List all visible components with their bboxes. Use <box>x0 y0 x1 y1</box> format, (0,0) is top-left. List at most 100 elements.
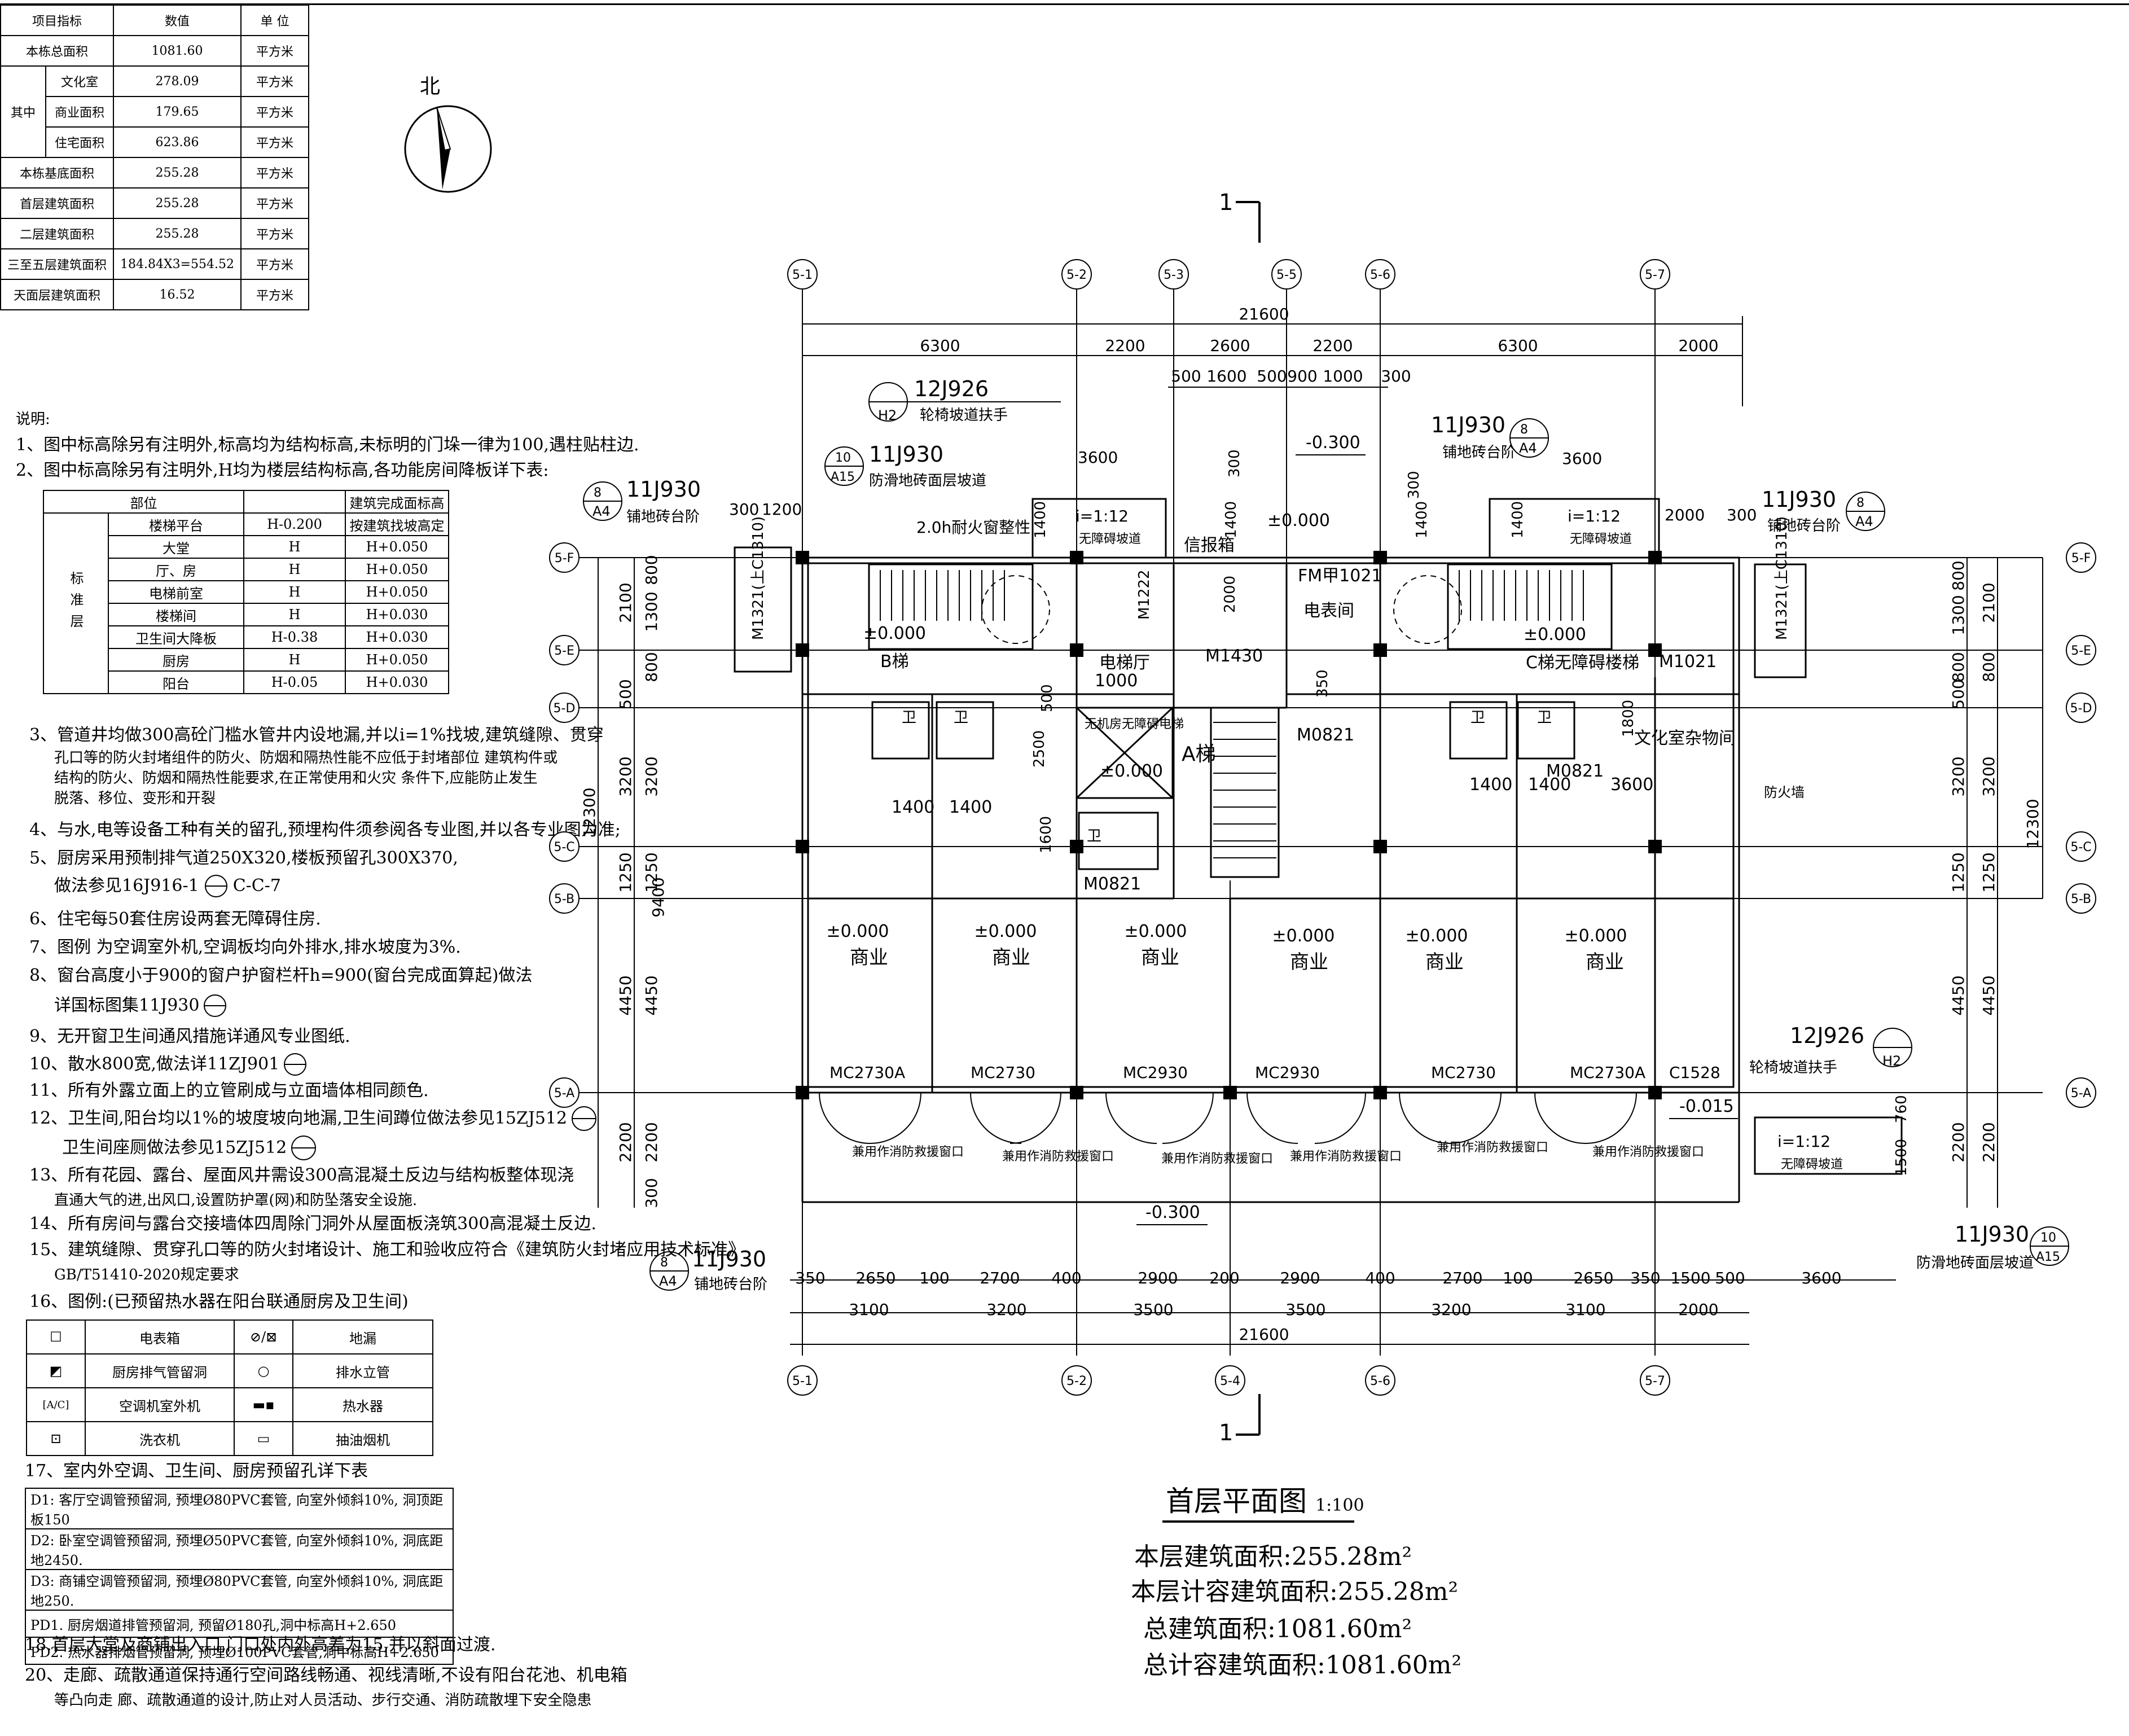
table-cell: H+0.030 <box>345 603 449 626</box>
table-row: PD2. 热水器排烟管预留洞, 预埋Ø100PVC套管,洞中标高H+2.650 <box>25 1637 454 1665</box>
room-label: 卫 <box>1087 828 1101 845</box>
ref-text: 防滑地砖面层坡道 <box>869 472 986 489</box>
table-cell: 16.52 <box>113 279 242 310</box>
dimension-label: 760 <box>1893 1095 1910 1123</box>
table-cell: 标准层 <box>43 512 109 694</box>
door-label: M0821 <box>1083 874 1141 894</box>
ref-sub: A15 <box>831 470 855 484</box>
dimension-label: 1800 <box>1620 700 1637 737</box>
ref-num: 8 <box>1856 496 1864 510</box>
ref-num: 8 <box>660 1256 668 1270</box>
dimension-label: 500 <box>1949 679 1968 709</box>
note-11: 11、所有外露立面上的立管刷成与立面墙体相同颜色. <box>29 1081 429 1101</box>
vertical-labels: M1321(上C1310) M1321(上C1310) M1222 2000 2… <box>750 449 1910 1176</box>
dimension-label: 2700 <box>1442 1269 1482 1287</box>
dimension-text-top: 21600 6300 2200 2600 2200 6300 2000 500 … <box>920 305 1718 385</box>
table-cell: H <box>243 603 346 626</box>
dimension-label: 500 <box>1715 1269 1745 1287</box>
dimension-label: 500 <box>616 679 635 709</box>
dimension-label: 1500 <box>1670 1269 1710 1287</box>
ref-text: 防滑地砖面层坡道 <box>1916 1255 2034 1272</box>
dimension-label: 1250 <box>616 852 635 892</box>
floor-area-line: 本层建筑面积:255.28m² <box>1134 1542 1412 1571</box>
axis-label: 5-2 <box>1066 268 1087 282</box>
table-cell: 本栋基底面积 <box>0 157 114 188</box>
table-cell: H+0.030 <box>345 670 449 694</box>
dimension-label: 2000 <box>1678 336 1718 355</box>
note-15a: 15、建筑缝隙、贯穿孔口等的防火封堵设计、施工和验收应符合《建筑防火封堵应用技术… <box>29 1240 745 1260</box>
drain-pipe-icon: ○ <box>234 1353 293 1388</box>
rescue-window-label: 兼用作消防救援窗口 <box>1437 1141 1548 1155</box>
ref-num: 10 <box>835 451 851 465</box>
ref-text: 轮椅坡道扶手 <box>920 407 1008 424</box>
dimension-label: 1400 <box>1509 501 1526 538</box>
room-label: 商业 <box>1425 951 1464 974</box>
axis-label: 5-5 <box>1276 268 1297 282</box>
dimension-label: 800 <box>1949 652 1968 682</box>
shop-labels: ±0.000 商业 ±0.000 商业 ±0.000 商业 ±0.000 商业 … <box>826 922 1627 974</box>
room-label: 电表间 <box>1303 601 1354 621</box>
table-cell: 1081.60 <box>113 35 242 67</box>
level-marks: -0.300 -0.300 -0.015 <box>1136 433 1738 1225</box>
table-row: 首层建筑面积 255.28 平方米 <box>0 187 309 219</box>
note-5a: 5、厨房采用预制排气道250X320,楼板预留孔300X370, <box>29 848 458 868</box>
table-cell: 平方米 <box>240 187 309 219</box>
table-row: 二层建筑面积 255.28 平方米 <box>0 218 309 249</box>
ref-sub: A4 <box>592 503 611 519</box>
table-row: D2: 卧室空调管预留洞, 预埋Ø50PVC套管, 向室外倾斜10%, 洞底距地… <box>25 1528 454 1570</box>
door-label: MC2730A <box>829 1063 905 1082</box>
exhaust-hole-icon: ◩ <box>26 1353 86 1388</box>
dimension-label: 500 <box>1171 367 1201 385</box>
door-labels: MC2730A MC2730 MC2930 MC2930 MC2730 MC27… <box>829 1063 1720 1082</box>
room-labels: ±0.000 B梯 ±0.000 C梯无障碍楼梯 ±0.000 信报箱 FM甲1… <box>863 511 1805 894</box>
dimension-label: 2700 <box>980 1269 1020 1287</box>
note-18: 18.首层大堂及商铺出入口,门口处内外高差为15,并以斜面过渡. <box>25 1635 496 1655</box>
axis-label: 5-7 <box>1645 1374 1665 1388</box>
table-cell: 平方米 <box>240 35 309 67</box>
ref-sub: A15 <box>2036 1250 2060 1264</box>
dimension-label: 3200 <box>1949 756 1968 796</box>
table-cell: H+0.050 <box>345 535 449 559</box>
table-cell: 按建筑找坡高定 <box>345 512 449 536</box>
dimension-label: 500 <box>1039 684 1056 712</box>
door-label: M1321(上C1310) <box>1774 516 1790 640</box>
note-5b: 做法参见16J916-1 C-C-7 <box>54 874 281 898</box>
table-cell: 平方米 <box>240 218 309 249</box>
dimension-label: 300 <box>1727 506 1757 524</box>
dimension-label: 1600 <box>1206 367 1246 385</box>
dimension-label: 900 <box>1287 367 1317 385</box>
axis-bubbles-bottom: 5-1 5-2 5-4 5-6 5-7 <box>787 1365 1670 1396</box>
rescue-window-label: 兼用作消防救援窗口 <box>1002 1150 1114 1164</box>
dimension-label: 6300 <box>920 336 960 355</box>
table-cell: H-0.05 <box>243 670 346 694</box>
table-cell: 厨房 <box>108 648 244 672</box>
note-12a: 12、卫生间,阳台均以1%的坡度坡向地漏,卫生间蹲位做法参见15ZJ512 <box>29 1105 598 1132</box>
dimension-label: 1400 <box>1528 775 1571 795</box>
axis-lines <box>564 289 2043 1356</box>
sheet-top-border <box>0 3 2129 5</box>
dimension-label: 800 <box>1949 560 1968 590</box>
dimension-label: 2900 <box>1280 1269 1320 1287</box>
table-cell: 电表箱 <box>85 1319 235 1354</box>
note-3b: 孔口等的防火封堵组件的防火、防烟和隔热性能不应低于封堵部位 建筑构件或 <box>54 749 558 766</box>
dimension-label: 3600 <box>1078 448 1118 467</box>
ref-sub: A4 <box>1519 440 1537 456</box>
dimension-label: 400 <box>1365 1269 1395 1287</box>
axis-label: 5-E <box>2071 644 2091 658</box>
table-cell: 255.28 <box>113 187 242 219</box>
room-label: A梯 <box>1182 743 1216 766</box>
dimension-label: 300 <box>1406 471 1423 499</box>
dimension-label: 800 <box>1979 652 1998 682</box>
door-label: FM甲1021 <box>1298 566 1382 586</box>
axis-label: 5-2 <box>1066 1374 1087 1388</box>
axis-label: 5-1 <box>792 1374 813 1388</box>
table-cell: 楼梯间 <box>108 603 244 626</box>
note-13a: 13、所有花园、露台、屋面风井需设300高混凝土反边与结构板整体现浇 <box>29 1165 574 1185</box>
section-mark-label: 1 <box>1219 1420 1233 1446</box>
ref-code: 11J930 <box>692 1247 766 1272</box>
table-row: [A/C] 空调机室外机 ▬▪ 热水器 <box>26 1387 433 1422</box>
